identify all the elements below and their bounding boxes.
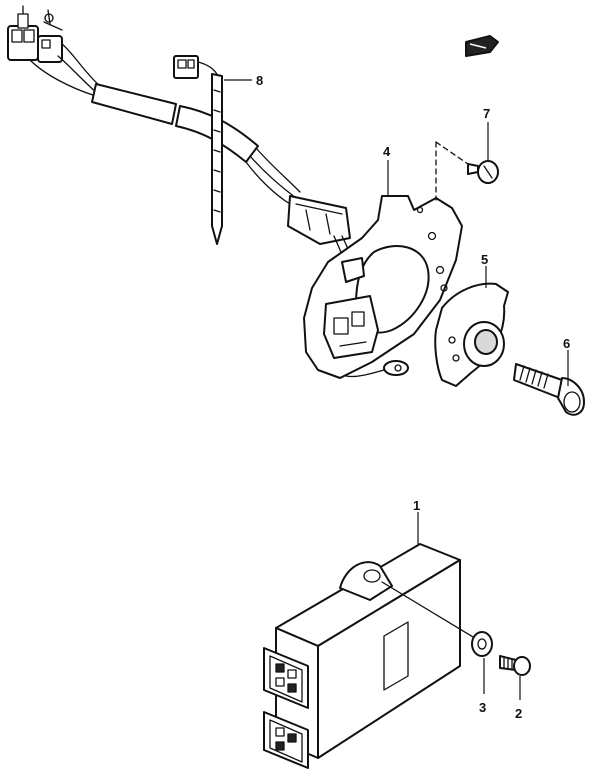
signal-rotor xyxy=(434,282,509,387)
cable-tie xyxy=(211,73,223,245)
callout-8: 8 xyxy=(256,73,263,88)
igniter-connector-lower xyxy=(263,711,309,769)
harness-connector-left xyxy=(7,5,63,63)
igniter-unit xyxy=(263,543,479,769)
callout-1: 1 xyxy=(413,498,420,513)
wiring-harness xyxy=(7,5,357,291)
screw-part-7 xyxy=(435,141,499,201)
callout-5: 5 xyxy=(481,252,488,267)
callout-2: 2 xyxy=(515,706,522,721)
callouts: 8 7 4 5 6 1 3 2 xyxy=(224,73,570,721)
igniter-connector-upper xyxy=(263,647,309,709)
callout-6: 6 xyxy=(563,336,570,351)
callout-3: 3 xyxy=(479,700,486,715)
igniter-bolt xyxy=(499,655,531,676)
callout-4: 4 xyxy=(383,144,391,159)
washer xyxy=(471,631,493,657)
harness-connector-small xyxy=(173,55,219,79)
pickup-base-plate xyxy=(303,195,463,379)
rotor-bolt xyxy=(513,363,585,416)
front-arrow-icon xyxy=(465,35,499,57)
callout-7: 7 xyxy=(483,106,490,121)
